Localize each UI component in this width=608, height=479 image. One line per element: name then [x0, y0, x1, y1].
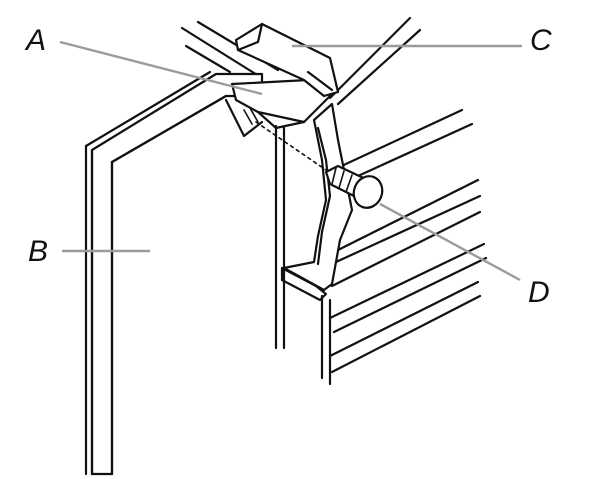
leader-line-d	[379, 202, 521, 282]
leader-lines	[59, 40, 522, 282]
label-b: B	[28, 235, 48, 268]
cabinet-side-panel	[320, 16, 488, 386]
label-d: D	[528, 276, 550, 309]
screw	[255, 121, 384, 209]
door-panel	[84, 70, 264, 476]
door-edge	[274, 124, 286, 350]
hinge-mounting-plate	[280, 102, 354, 302]
label-c: C	[530, 24, 552, 57]
label-a: A	[24, 24, 46, 57]
leader-line-a	[59, 40, 263, 96]
hinge-clip	[234, 22, 340, 98]
